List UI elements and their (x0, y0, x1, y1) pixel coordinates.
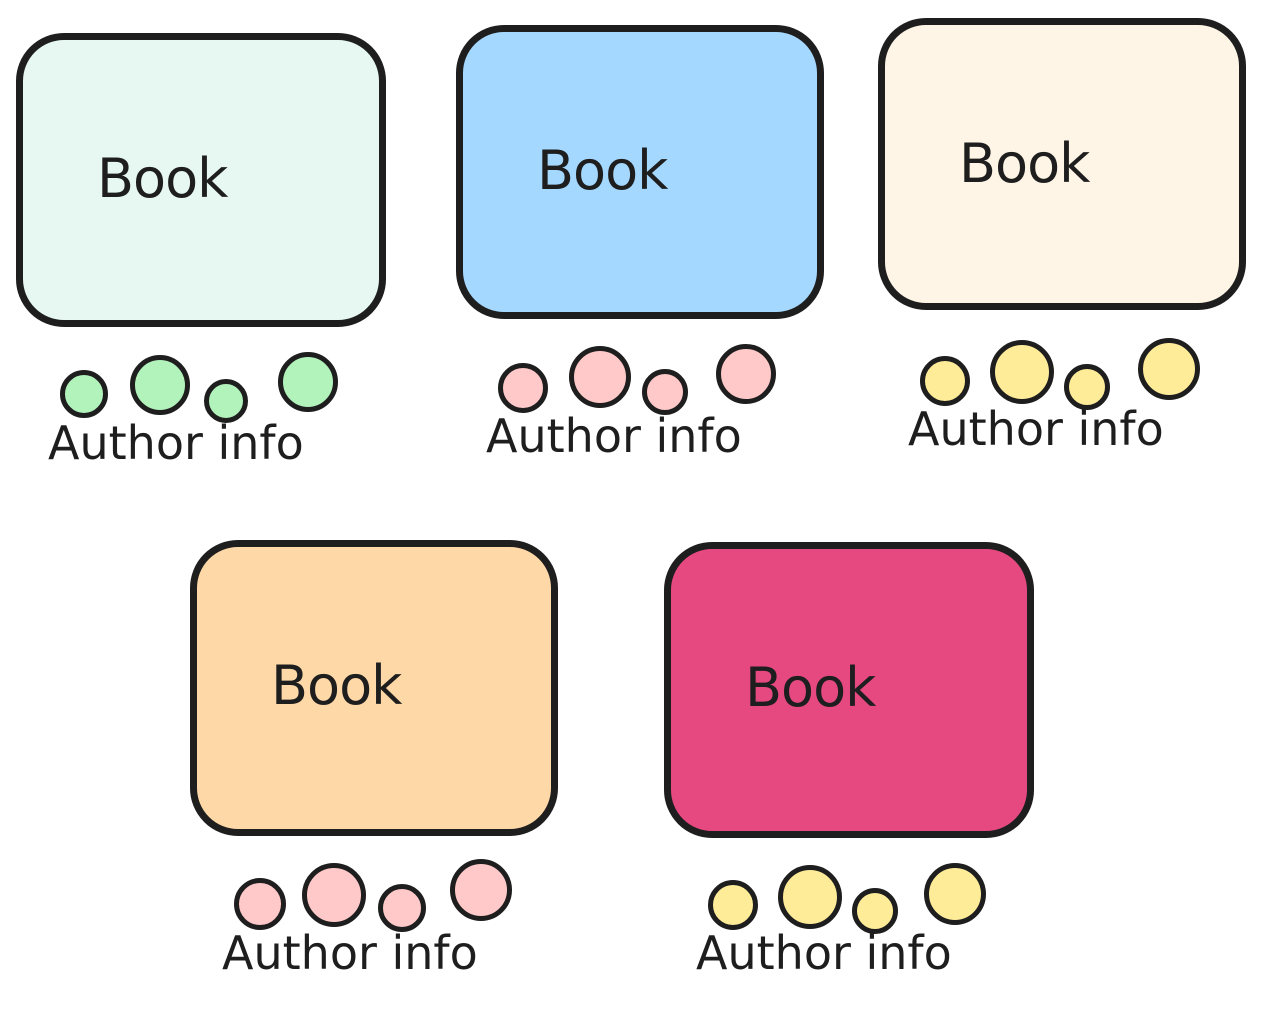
author-dot (920, 356, 970, 406)
author-dot (60, 370, 108, 418)
author-dot (498, 363, 548, 413)
book-card-magenta: Book (664, 542, 1034, 838)
author-dot (778, 865, 842, 929)
book-label: Book (537, 139, 668, 202)
author-dot (302, 863, 366, 927)
book-label: Book (959, 132, 1090, 195)
book-card-blue: Book (456, 25, 824, 319)
book-card-peach: Book (190, 540, 558, 836)
book-card-cream: Book (878, 18, 1246, 310)
author-info-label: Author info (486, 409, 742, 463)
author-dot (1138, 338, 1200, 400)
author-dot (924, 863, 986, 925)
author-dot (642, 369, 688, 415)
author-dot (278, 352, 338, 412)
author-dot (378, 884, 426, 932)
author-dot (852, 888, 898, 934)
author-dot (204, 379, 248, 423)
author-dot (234, 878, 286, 930)
book-label: Book (271, 654, 402, 717)
book-card-mint: Book (16, 33, 386, 327)
author-dot (990, 340, 1054, 404)
author-dot (130, 355, 190, 415)
author-dot (716, 344, 776, 404)
book-label: Book (745, 656, 876, 719)
book-label: Book (97, 147, 228, 210)
author-dot (708, 880, 758, 930)
author-dot (569, 346, 631, 408)
author-info-label: Author info (48, 416, 304, 470)
author-info-label: Author info (222, 926, 478, 980)
author-info-label: Author info (908, 402, 1164, 456)
author-info-label: Author info (696, 926, 952, 980)
author-dot (1064, 364, 1110, 410)
author-dot (450, 859, 512, 921)
